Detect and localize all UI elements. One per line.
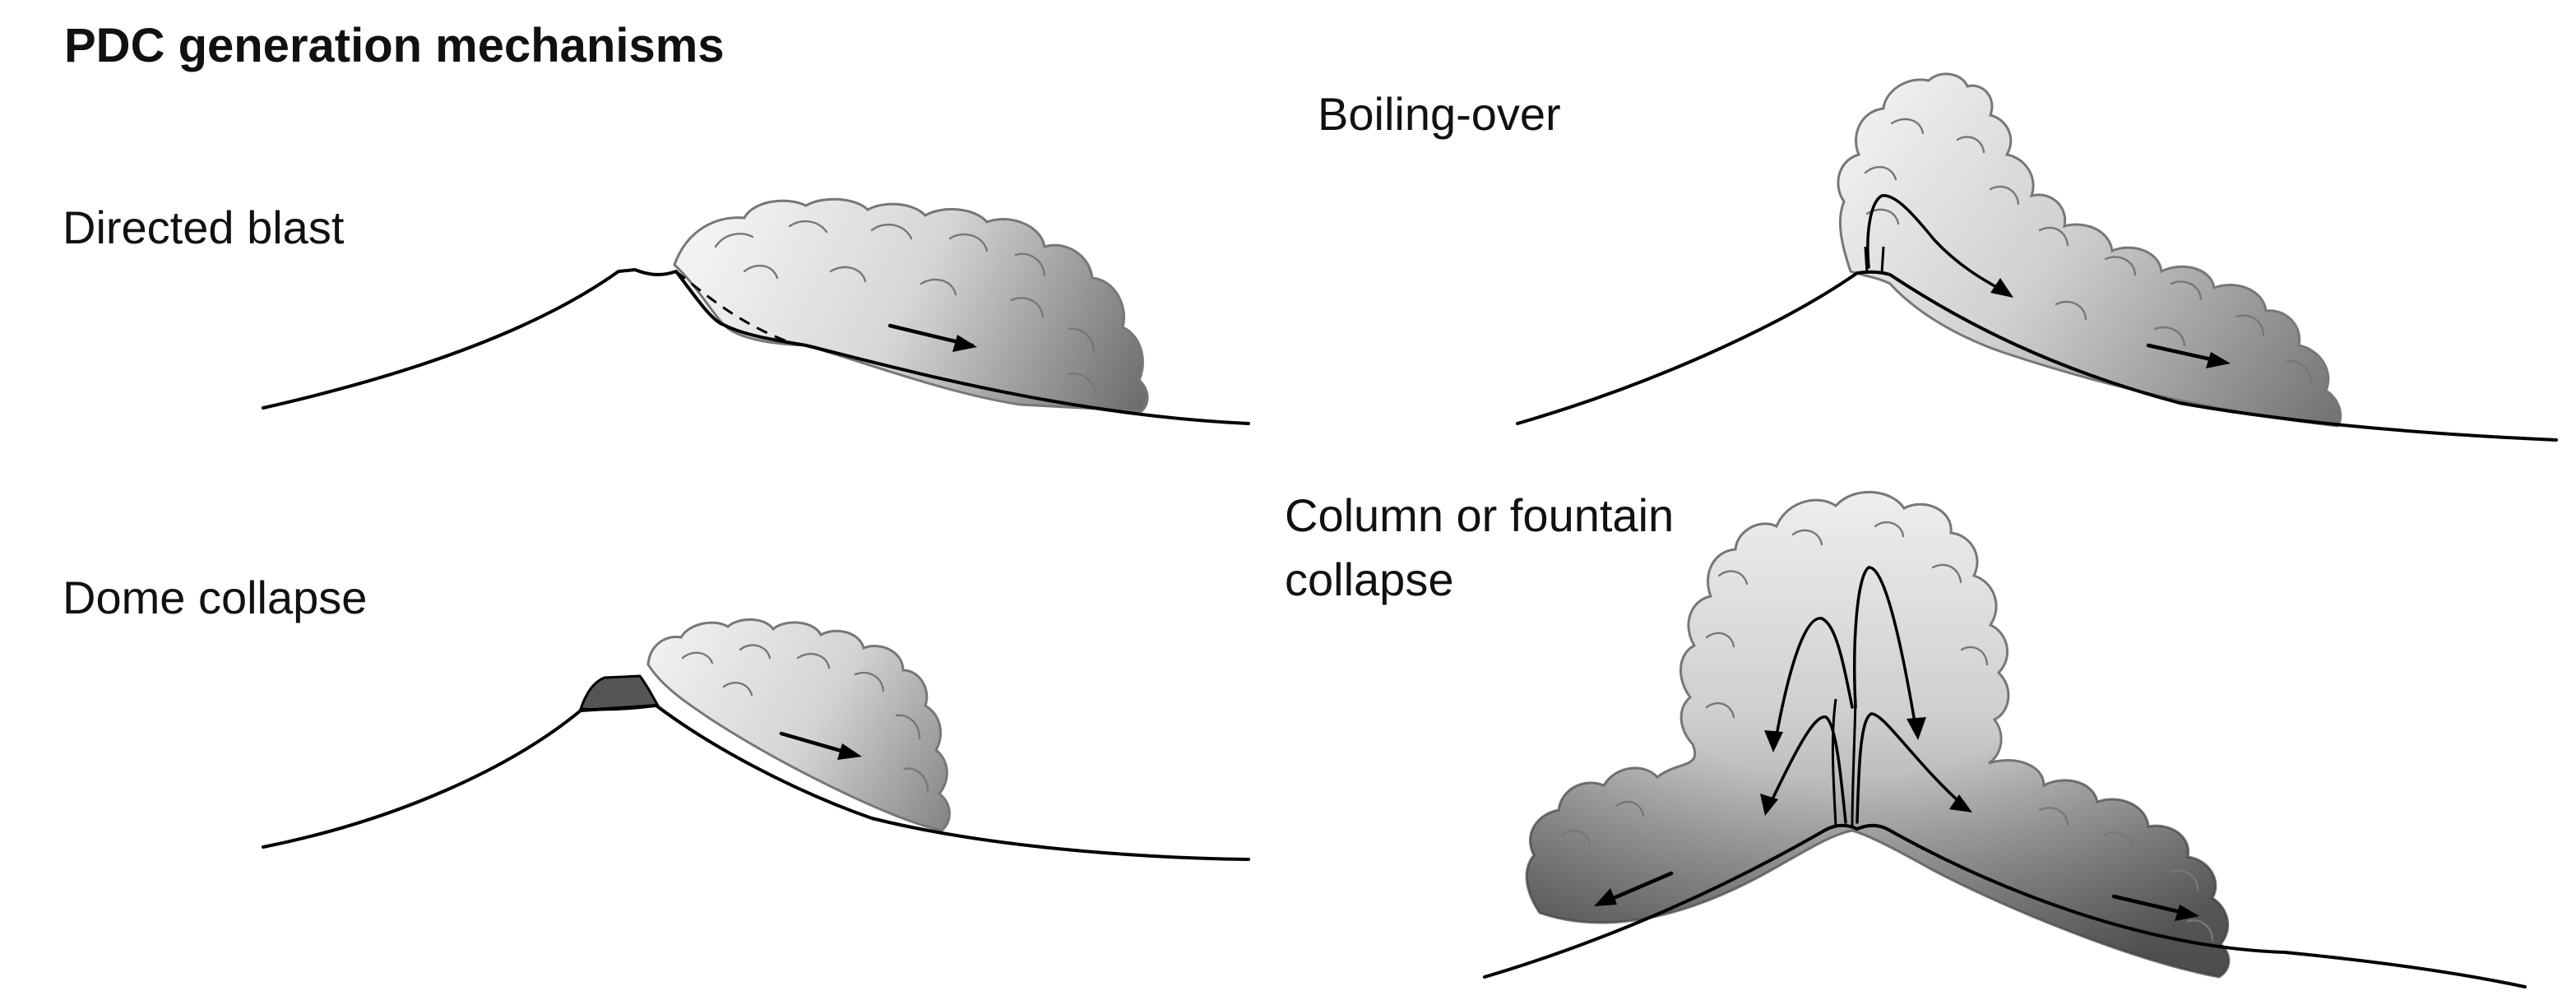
flow-arrow-head bbox=[1764, 730, 1783, 752]
directed-blast-cloud bbox=[673, 197, 1149, 413]
label-column-collapse: Column or fountain collapse bbox=[1285, 484, 1675, 612]
vent-conduit bbox=[1831, 698, 1857, 827]
flow-arrow-head bbox=[837, 743, 862, 760]
boiling-over-ground bbox=[1516, 270, 2558, 442]
dome-collapse-cloud bbox=[646, 618, 951, 832]
label-directed-blast: Directed blast bbox=[63, 201, 345, 253]
flow-arrow-head bbox=[1594, 888, 1617, 906]
directed-blast-figure bbox=[262, 197, 1250, 425]
boiling-over-cloud bbox=[1837, 72, 2342, 428]
column-collapse-cloud-shade bbox=[1527, 492, 2229, 977]
flow-arrow-head bbox=[2206, 352, 2231, 368]
label-column-collapse-line1: Column or fountain bbox=[1285, 489, 1675, 541]
dome-collapse-ground bbox=[262, 704, 1250, 861]
flow-arrow-head bbox=[1990, 278, 2013, 298]
directed-blast-ground bbox=[262, 268, 1250, 425]
column-collapse-ground bbox=[1483, 823, 2527, 988]
label-boiling-over: Boiling-over bbox=[1318, 88, 1561, 140]
flow-arrow-head bbox=[2175, 905, 2199, 921]
flow-arrow-head bbox=[1907, 717, 1926, 740]
column-flow-arrow-left-lower bbox=[1767, 715, 1847, 824]
column-collapse-figure bbox=[1483, 490, 2527, 988]
label-dome-collapse: Dome collapse bbox=[63, 572, 368, 623]
boiling-over-figure bbox=[1516, 72, 2558, 442]
lava-dome bbox=[578, 674, 660, 711]
dome-collapse-figure bbox=[262, 618, 1250, 861]
flow-arrow-head bbox=[1949, 794, 1972, 812]
flow-arrow-head bbox=[1760, 794, 1778, 816]
flow-arrow-head bbox=[952, 335, 977, 352]
label-column-collapse-line2: collapse bbox=[1285, 553, 1454, 605]
column-flow-arrow-right-lower bbox=[1856, 712, 1967, 824]
column-flow-arrow-right-upper bbox=[1853, 566, 1918, 734]
column-flow-arrow-left-upper bbox=[1773, 617, 1854, 746]
failure-plane-dashed bbox=[675, 270, 795, 345]
vent-conduit bbox=[1864, 246, 1885, 274]
page-title: PDC generation mechanisms bbox=[64, 19, 725, 72]
boiling-flow-arrow bbox=[1866, 194, 2008, 294]
